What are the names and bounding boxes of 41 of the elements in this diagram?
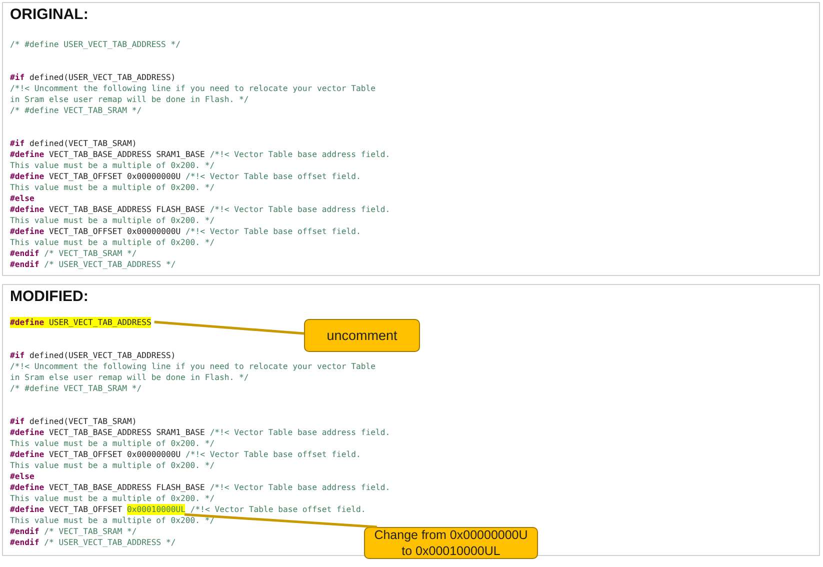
code-line: #define VECT_TAB_BASE_ADDRESS FLASH_BASE /*!< Vector Table base address field. xyxy=(10,204,390,214)
callout-box: uncomment xyxy=(304,319,420,352)
code-line: #define VECT_TAB_BASE_ADDRESS FLASH_BASE /*!< Vector Table base address field. xyxy=(10,482,390,492)
code-line: #define VECT_TAB_BASE_ADDRESS SRAM1_BASE /*!< Vector Table base address field. xyxy=(10,148,390,160)
code-line: This value must be a multiple of 0x200. */ xyxy=(10,492,215,504)
panel-heading: ORIGINAL: xyxy=(10,6,88,23)
callout-box: Change from 0x00000000U to 0x00010000UL xyxy=(364,527,538,559)
code-line: in Sram else user remap will be done in Flash. */ xyxy=(10,372,249,382)
code-line: /* #define VECT_TAB_SRAM */ xyxy=(10,382,142,394)
code-line: in Sram else user remap will be done in Flash. */ xyxy=(10,94,249,104)
code-line: #if defined(VECT_TAB_SRAM) xyxy=(10,416,137,426)
code-line: #else xyxy=(10,192,34,204)
code-line: /* #define USER_VECT_TAB_ADDRESS */ xyxy=(10,38,181,50)
code-line: This value must be a multiple of 0x200. */ xyxy=(10,438,215,448)
code-line: #if defined(USER_VECT_TAB_ADDRESS) xyxy=(10,350,176,360)
code-line: This value must be a multiple of 0x200. */ xyxy=(10,160,215,170)
code-line: #define VECT_TAB_OFFSET 0x00000000U /*!< Vector Table base offset field. xyxy=(10,226,361,236)
code-line: This value must be a multiple of 0x200. */ xyxy=(10,182,215,192)
code-panel xyxy=(2,2,820,276)
panel-heading: MODIFIED: xyxy=(10,288,88,305)
code-line: #endif /* VECT_TAB_SRAM */ xyxy=(10,248,137,258)
code-line: #else xyxy=(10,470,34,482)
code-line: #endif /* USER_VECT_TAB_ADDRESS */ xyxy=(10,536,176,548)
code-line: #endif /* VECT_TAB_SRAM */ xyxy=(10,526,137,536)
code-line: #define VECT_TAB_BASE_ADDRESS SRAM1_BASE /*!< Vector Table base address field. xyxy=(10,426,390,438)
code-line: #define VECT_TAB_OFFSET 0x00000000U /*!< Vector Table base offset field. xyxy=(10,448,361,460)
code-line: #if defined(VECT_TAB_SRAM) xyxy=(10,138,137,148)
code-line: /* #define VECT_TAB_SRAM */ xyxy=(10,104,142,116)
code-line: This value must be a multiple of 0x200. */ xyxy=(10,514,215,526)
code-line: #endif /* USER_VECT_TAB_ADDRESS */ xyxy=(10,258,176,270)
code-line: /*!< Uncomment the following line if you need to relocate your vector Table xyxy=(10,360,376,372)
code-line: #define VECT_TAB_OFFSET xyxy=(10,504,122,514)
code-line: /*!< Vector Table base offset field. xyxy=(190,504,366,514)
code-line: This value must be a multiple of 0x200. */ xyxy=(10,460,215,470)
code-line: #define VECT_TAB_OFFSET 0x00000000U /*!< Vector Table base offset field. xyxy=(10,170,361,182)
code-line: This value must be a multiple of 0x200. */ xyxy=(10,236,215,248)
code-line: /*!< Uncomment the following line if you need to relocate your vector Table xyxy=(10,82,376,94)
code-line: #if defined(USER_VECT_TAB_ADDRESS) xyxy=(10,72,176,82)
code-line: This value must be a multiple of 0x200. */ xyxy=(10,214,215,226)
highlighted-code: #define USER_VECT_TAB_ADDRESS xyxy=(10,316,152,328)
code-panel xyxy=(2,284,820,556)
